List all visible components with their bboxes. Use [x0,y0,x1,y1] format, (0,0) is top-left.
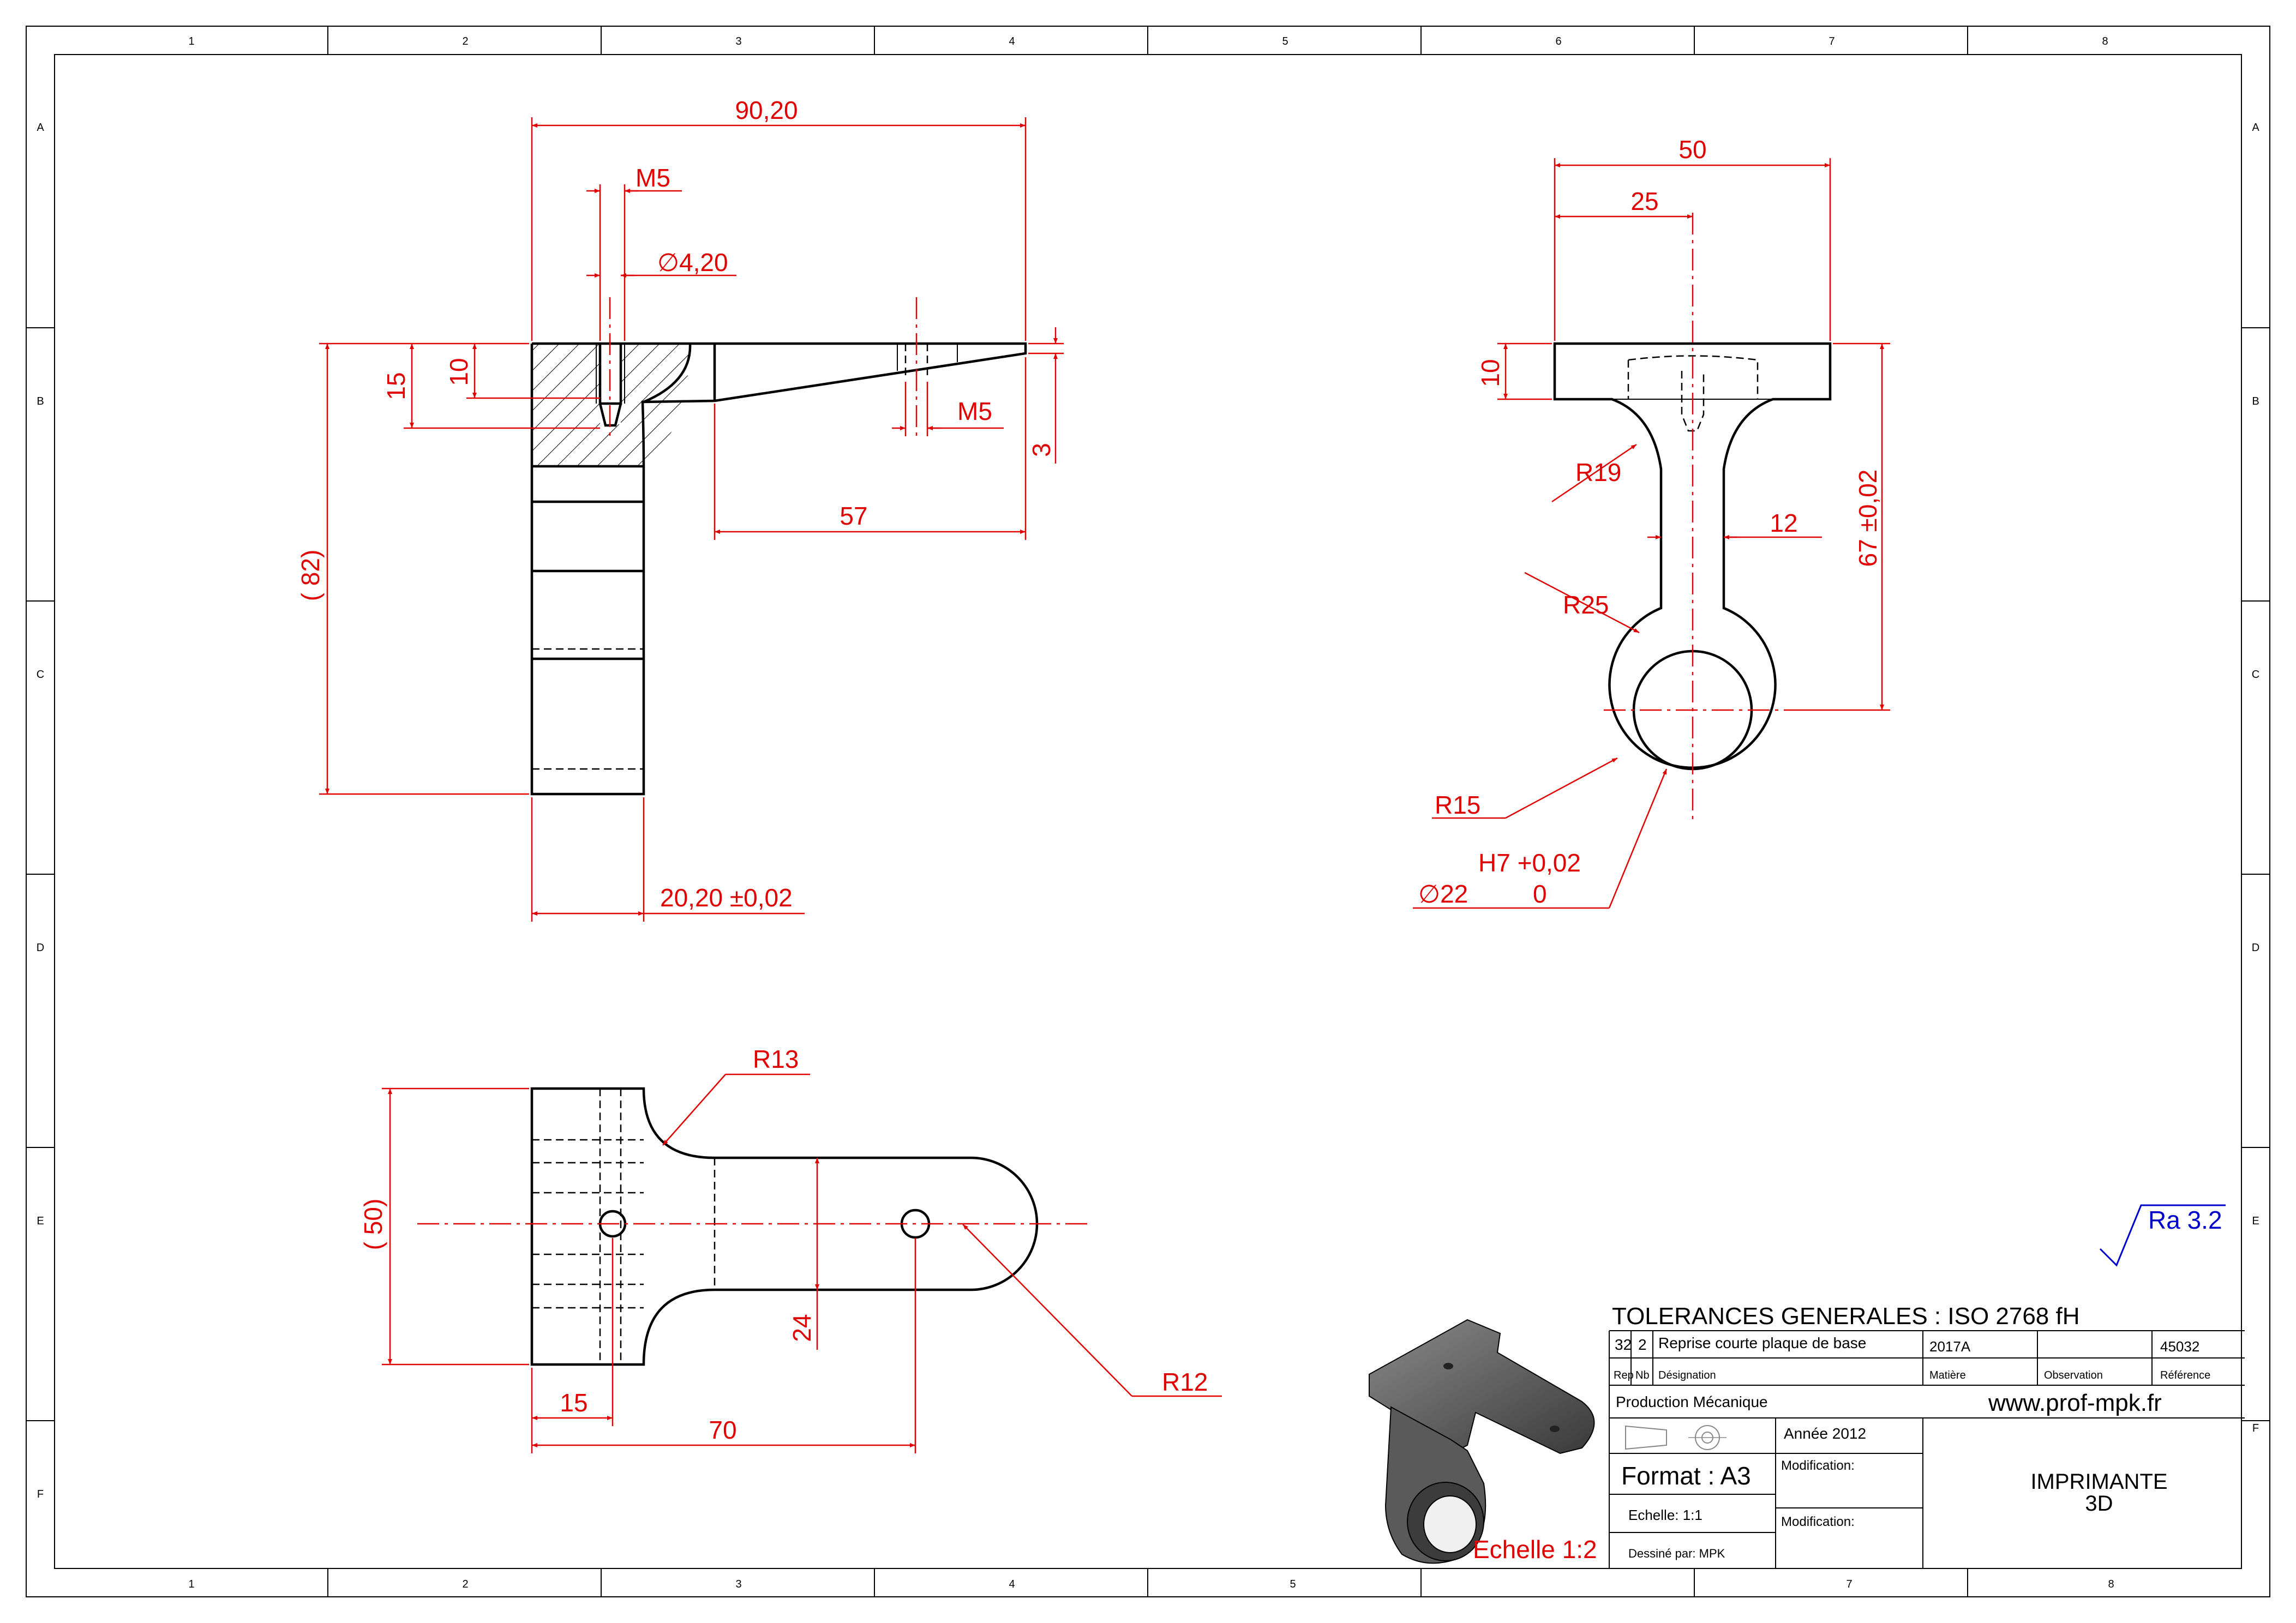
dim-h10: 10 [445,358,473,386]
dim-height: ( 82) [296,550,325,602]
header-designation: Désignation [1658,1369,1716,1381]
column-labels-top: 1 2 3 4 5 6 7 8 [188,35,2108,47]
column-label: 4 [1009,35,1015,47]
row-label: E [2252,1215,2259,1227]
column-label: 3 [735,1578,741,1590]
dim-fit-upper: H7 +0,02 [1478,849,1581,877]
dim-fit-lower: 0 [1533,880,1547,908]
isometric-view: Echelle 1:2 [1369,1319,1597,1564]
general-tolerances: TOLERANCES GENERALES : ISO 2768 fH [1612,1303,2080,1330]
sheet-frame: 1 2 3 4 5 6 7 8 1 2 3 4 5 7 8 A B C D E … [26,26,2270,1597]
column-label: 6 [1555,35,1561,47]
part-reference: 45032 [2160,1338,2199,1355]
dim-r19: R19 [1575,458,1621,486]
row-label: B [37,395,44,407]
dim-width: 90,20 [735,96,798,124]
part-material: 2017A [1929,1338,1971,1355]
row-labels-left: A B C D E F [37,122,45,1500]
header-material: Matière [1929,1369,1966,1381]
front-view: 90,20 M5 ∅4,20 15 10 M5 3 57 [296,96,1064,922]
dim-drill: ∅4,20 [657,248,728,276]
dim-r25: R25 [1563,591,1609,619]
dim-t3: 3 [1027,443,1056,457]
dim-h10: 10 [1476,359,1504,387]
column-label: 8 [2102,35,2108,47]
drawing-scale: Echelle: 1:1 [1628,1507,1702,1523]
part-quantity: 2 [1638,1336,1647,1353]
column-label: 3 [735,35,741,47]
row-label: C [2252,669,2259,681]
sheet-format: Format : A3 [1621,1462,1751,1490]
column-label: 7 [1846,1578,1852,1590]
column-label: 2 [462,1578,468,1590]
modification-1: Modification: [1781,1458,1855,1473]
column-label: 5 [1290,1578,1296,1590]
header-nb: Nb [1635,1369,1650,1381]
header-observation: Observation [2044,1369,2103,1381]
side-view: 50 25 10 R19 12 R25 67 ±0,02 R15 H7 +0,0… [1413,135,1890,909]
drawn-by: Dessiné par: MPK [1628,1547,1725,1560]
title-block: TOLERANCES GENERALES : ISO 2768 fH 32 2 … [1609,1303,2259,1568]
roughness-value: Ra 3.2 [2148,1206,2222,1234]
column-label: 4 [1009,1578,1015,1590]
dim-tap: M5 [636,164,670,192]
title-line-2: 3D [2085,1492,2113,1516]
dim-tap2: M5 [957,397,992,425]
column-labels-bottom: 1 2 3 4 5 7 8 [188,1578,2114,1590]
column-label: 1 [188,35,194,47]
column-label: 8 [2108,1578,2114,1590]
roughness-symbol: Ra 3.2 [2099,1204,2226,1267]
row-label: F [37,1488,44,1500]
column-label: 1 [188,1578,194,1590]
dim-x70: 70 [709,1416,736,1444]
header-rep: Rep [1614,1369,1634,1381]
column-label: 2 [462,35,468,47]
modification-2: Modification: [1781,1514,1855,1529]
top-view: R13 ( 50) 24 R12 15 70 [359,1045,1222,1453]
row-label: F [2252,1422,2259,1434]
dim-h15: 15 [382,372,410,400]
row-label: A [37,122,44,134]
row-label: D [37,942,44,954]
dim-r13: R13 [753,1045,799,1073]
title-line-1: IMPRIMANTE [2030,1470,2167,1494]
projection-symbol-icon [1625,1425,1727,1450]
part-rep: 32 [1615,1336,1632,1353]
header-reference: Référence [2160,1369,2210,1381]
row-label: B [2252,395,2259,407]
part-designation: Reprise courte plaque de base [1658,1335,1866,1351]
department: Production Mécanique [1616,1393,1768,1410]
dim-w25: 25 [1630,187,1658,215]
dim-w50: 50 [1678,135,1706,164]
dim-r15: R15 [1435,791,1480,819]
row-label: A [2252,122,2259,134]
dim-w12: 12 [1770,509,1797,537]
row-label: D [2252,942,2259,954]
dim-r12: R12 [1162,1368,1208,1396]
column-label: 5 [1282,35,1288,47]
row-label: C [37,669,44,681]
dim-len57: 57 [840,502,867,530]
dim-h67: 67 ±0,02 [1854,470,1882,567]
dim-bore: ∅22 [1418,880,1468,908]
dim-thickness: 20,20 ±0,02 [660,883,793,912]
row-label: E [37,1215,44,1227]
column-label: 7 [1829,35,1835,47]
row-labels-right: A B C D E [2252,122,2260,1227]
website: www.prof-mpk.fr [1988,1390,2162,1416]
dim-x15: 15 [560,1388,588,1417]
year: Année 2012 [1784,1425,1866,1442]
dim-w50: ( 50) [359,1199,387,1251]
iso-scale: Echelle 1:2 [1473,1535,1597,1564]
dim-w24: 24 [788,1314,816,1342]
